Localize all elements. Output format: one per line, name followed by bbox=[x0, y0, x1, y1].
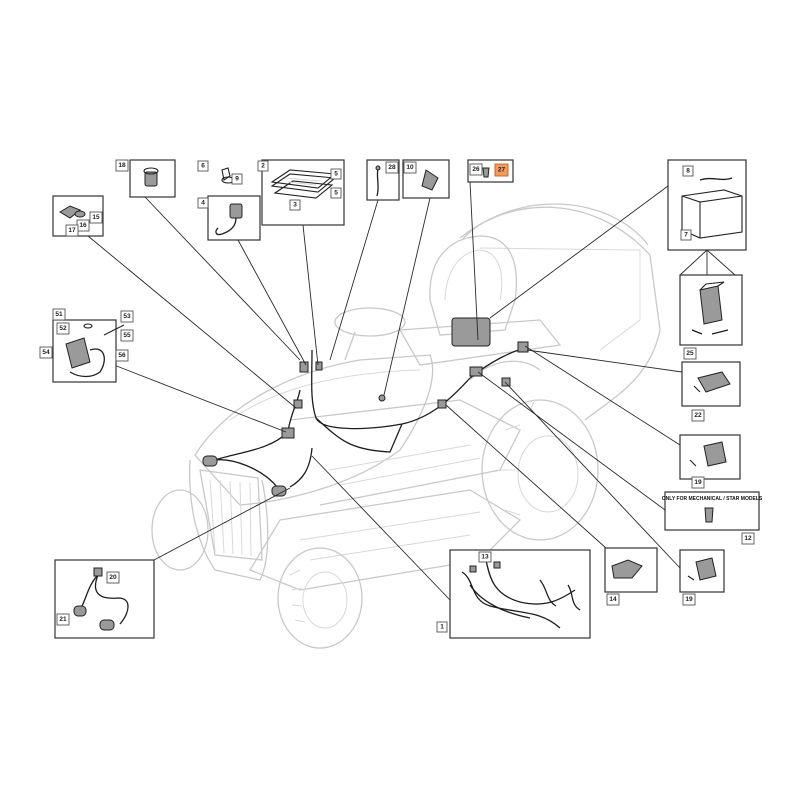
callout-25 bbox=[679, 274, 743, 346]
tag-number: 54 bbox=[42, 349, 50, 356]
tag-6[interactable]: 6 bbox=[197, 160, 209, 172]
callout-19-upper bbox=[679, 434, 741, 480]
tag-number: 20 bbox=[109, 574, 117, 581]
tag-number: 5 bbox=[334, 190, 338, 197]
tag-number: 8 bbox=[686, 168, 690, 175]
tag-22[interactable]: 22 bbox=[691, 409, 705, 422]
callout-14 bbox=[604, 547, 658, 593]
mechanical-models-note: ONLY FOR MECHANICAL / STAR MODELS bbox=[662, 496, 763, 502]
tag-3[interactable]: 3 bbox=[289, 199, 301, 211]
callout-1-13-harness bbox=[449, 549, 591, 639]
tag-number: 27 bbox=[498, 167, 506, 174]
tag-number: 9 bbox=[235, 176, 239, 183]
tag-number: 15 bbox=[92, 214, 100, 221]
tag-9[interactable]: 9 bbox=[231, 173, 243, 185]
tag-52[interactable]: 52 bbox=[56, 322, 70, 335]
tag-5-lower[interactable]: 5 bbox=[330, 187, 342, 199]
tag-number: 19 bbox=[685, 596, 693, 603]
tag-13[interactable]: 13 bbox=[478, 551, 492, 563]
tag-number: 4 bbox=[201, 200, 205, 207]
tag-56[interactable]: 56 bbox=[115, 349, 129, 362]
tag-20[interactable]: 20 bbox=[106, 571, 120, 584]
tag-number: 3 bbox=[293, 202, 297, 209]
callout-2-3-5 bbox=[261, 159, 345, 226]
tag-2[interactable]: 2 bbox=[257, 160, 269, 172]
tag-number: 5 bbox=[334, 171, 338, 178]
tag-number: 55 bbox=[123, 332, 131, 339]
callout-22 bbox=[681, 361, 741, 407]
tag-number: 7 bbox=[684, 232, 688, 239]
tag-number: 52 bbox=[59, 325, 67, 332]
tag-19-lower[interactable]: 19 bbox=[682, 593, 696, 606]
tag-12[interactable]: 12 bbox=[741, 532, 755, 545]
tag-28[interactable]: 28 bbox=[385, 161, 399, 174]
tag-19-upper[interactable]: 19 bbox=[691, 476, 705, 489]
callout-7-8-battery bbox=[667, 159, 747, 251]
tag-number: 16 bbox=[79, 222, 87, 229]
tag-number: 18 bbox=[118, 162, 126, 169]
tag-4[interactable]: 4 bbox=[197, 197, 209, 209]
tag-number: 12 bbox=[744, 535, 752, 542]
tag-17[interactable]: 17 bbox=[65, 224, 79, 237]
tag-5-upper[interactable]: 5 bbox=[330, 168, 342, 180]
tag-number: 51 bbox=[55, 311, 63, 318]
tag-55[interactable]: 55 bbox=[120, 329, 134, 342]
tag-number: 53 bbox=[123, 313, 131, 320]
tag-number: 1 bbox=[440, 624, 444, 631]
tag-8[interactable]: 8 bbox=[682, 165, 694, 177]
tag-14[interactable]: 14 bbox=[606, 593, 620, 606]
tag-1[interactable]: 1 bbox=[436, 621, 448, 633]
tag-21[interactable]: 21 bbox=[56, 613, 70, 626]
callout-51-56 bbox=[52, 319, 125, 383]
callout-4-6-9 bbox=[207, 167, 261, 241]
tag-number: 6 bbox=[201, 163, 205, 170]
tag-number: 13 bbox=[481, 554, 489, 561]
tag-number: 14 bbox=[609, 596, 617, 603]
tag-number: 26 bbox=[472, 166, 480, 173]
callout-20-21 bbox=[54, 559, 155, 639]
callout-19-lower bbox=[679, 549, 725, 593]
reference-tags: 18 6 9 4 2 5 3 5 28 10 26 27 8 7 25 15 1… bbox=[39, 159, 755, 633]
tag-27[interactable]: 27 bbox=[494, 163, 509, 177]
leader-lines bbox=[87, 181, 736, 601]
tag-51[interactable]: 51 bbox=[52, 308, 66, 321]
tag-53[interactable]: 53 bbox=[120, 310, 134, 323]
tag-number: 22 bbox=[694, 412, 702, 419]
tag-54[interactable]: 54 bbox=[39, 346, 53, 359]
tag-number: 2 bbox=[261, 163, 265, 170]
tag-15[interactable]: 15 bbox=[89, 211, 103, 224]
callout-12-note: ONLY FOR MECHANICAL / STAR MODELS bbox=[662, 491, 763, 531]
tag-number: 19 bbox=[694, 479, 702, 486]
tag-7[interactable]: 7 bbox=[680, 229, 692, 241]
tag-26[interactable]: 26 bbox=[469, 163, 483, 176]
tag-16[interactable]: 16 bbox=[76, 219, 90, 232]
tag-18[interactable]: 18 bbox=[115, 159, 129, 172]
tag-number: 56 bbox=[118, 352, 126, 359]
tag-number: 21 bbox=[59, 616, 67, 623]
tag-10[interactable]: 10 bbox=[403, 161, 417, 174]
callout-28 bbox=[366, 159, 400, 201]
callout-18 bbox=[129, 159, 176, 198]
tag-number: 10 bbox=[406, 164, 414, 171]
tag-number: 25 bbox=[686, 350, 694, 357]
tag-number: 28 bbox=[388, 164, 396, 171]
tag-25[interactable]: 25 bbox=[683, 347, 697, 360]
tag-number: 17 bbox=[68, 227, 76, 234]
harness-on-tractor bbox=[202, 317, 529, 497]
